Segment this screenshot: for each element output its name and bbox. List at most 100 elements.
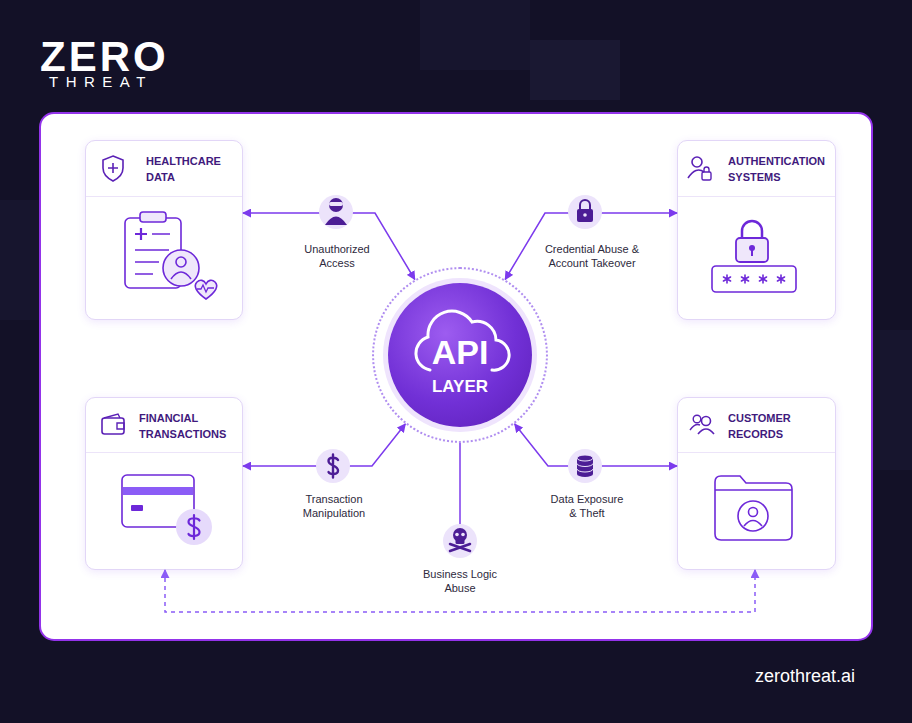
threat-label: Data Exposure & Theft: [548, 492, 626, 520]
api-layer-circle: API LAYER: [372, 267, 548, 443]
hacker-icon: [325, 217, 347, 226]
database-icon: [577, 458, 593, 477]
clipboard-illustration: [140, 212, 166, 222]
user-lock-icon: [704, 167, 709, 172]
api-layer-disc: [388, 283, 532, 427]
heart-icon: [197, 285, 214, 292]
user-lock-icon: [702, 172, 711, 180]
lock-icon: [577, 209, 593, 222]
clipboard-illustration: [135, 234, 170, 274]
password-mask: [724, 275, 785, 283]
hacker-icon: [329, 202, 343, 206]
patient-badge: [171, 272, 191, 279]
threat-label: Transaction Manipulation: [289, 492, 379, 520]
system-box: HEALTHCARE DATA: [85, 140, 243, 320]
user-lock-icon: [688, 170, 704, 178]
box-header: AUTHENTICATION SYSTEMS: [678, 141, 835, 197]
icon-circle: [568, 449, 602, 483]
card-chip: [131, 505, 143, 511]
dollar-icon: [329, 455, 339, 478]
database-icon: [577, 464, 593, 473]
threat-label: Unauthorized Access: [292, 242, 382, 270]
padlock-illustration: [749, 245, 755, 251]
box-title: CUSTOMER RECORDS: [728, 410, 828, 442]
background-tile: [530, 40, 620, 100]
user-lock-icon: [692, 157, 702, 167]
threat-connector: [505, 213, 677, 279]
skull-icon: [456, 538, 465, 544]
box-title: FINANCIAL TRANSACTIONS: [139, 410, 239, 442]
skull-icon: [461, 533, 465, 537]
diagram-card: [40, 113, 872, 640]
icon-circle: [316, 449, 350, 483]
hacker-icon: [329, 198, 343, 212]
skull-icon: [455, 533, 459, 537]
system-box: FINANCIAL TRANSACTIONS: [85, 397, 243, 570]
logo-wordmark: ZERO: [40, 30, 169, 83]
people-icon: [698, 429, 714, 434]
people-icon: [690, 425, 700, 430]
logo-subtitle: THREAT: [49, 72, 153, 91]
background-tile: [872, 330, 912, 470]
padlock-illustration: [751, 250, 753, 256]
icon-circle: [319, 195, 353, 229]
box-title: HEALTHCARE DATA: [146, 153, 236, 185]
record-person: [744, 521, 762, 527]
coin-illustration: [176, 509, 212, 545]
patient-badge: [176, 257, 186, 267]
skull-icon: [450, 544, 470, 551]
card-illustration: [122, 475, 194, 527]
threat-connector: [515, 424, 677, 466]
box-title-area: HEALTHCARE DATA: [146, 153, 236, 185]
icon-circle: [568, 195, 602, 229]
record-person: [749, 508, 758, 517]
clipboard-illustration: [135, 228, 147, 240]
dashed-connector: [165, 570, 755, 612]
threat-connector: [243, 424, 405, 466]
password-field: [712, 266, 796, 292]
folder-illustration: [715, 476, 792, 540]
system-box: AUTHENTICATION SYSTEMS: [677, 140, 836, 320]
box-title-area: AUTHENTICATION SYSTEMS: [728, 153, 836, 185]
box-title-area: FINANCIAL TRANSACTIONS: [139, 410, 239, 442]
background-tile: [420, 0, 530, 70]
website-url: zerothreat.ai: [755, 665, 855, 688]
background-tile: [0, 200, 40, 320]
box-header: HEALTHCARE DATA: [86, 141, 242, 197]
box-header: FINANCIAL TRANSACTIONS: [86, 398, 242, 453]
wallet-icon: [104, 414, 124, 429]
lock-icon: [583, 213, 587, 217]
node-label: LAYER: [374, 377, 546, 397]
people-icon: [693, 415, 701, 423]
clipboard-illustration: [125, 218, 181, 288]
card-stripe: [123, 487, 193, 495]
box-title: AUTHENTICATION SYSTEMS: [728, 153, 836, 185]
cloud-outline: [416, 311, 509, 370]
shield-icon: [108, 163, 118, 173]
system-box: CUSTOMER RECORDS: [677, 397, 836, 570]
threat-label: Credential Abuse & Account Takeover: [542, 242, 642, 270]
heart-icon: [195, 280, 216, 299]
box-title-area: CUSTOMER RECORDS: [728, 410, 828, 442]
shield-icon: [103, 156, 123, 181]
lock-icon: [580, 200, 590, 210]
box-header: CUSTOMER RECORDS: [678, 398, 835, 453]
database-icon: [577, 455, 593, 461]
leader-line: [459, 443, 461, 524]
folder-illustration: [715, 489, 792, 490]
node-label: API: [374, 333, 546, 371]
record-person: [738, 501, 768, 531]
wallet-icon: [102, 418, 124, 434]
coin-illustration: [189, 515, 200, 539]
threat-connector: [243, 213, 415, 279]
people-icon: [702, 417, 711, 426]
padlock-illustration: [736, 238, 768, 262]
threat-label: Business Logic Abuse: [410, 567, 510, 595]
patient-badge: [163, 250, 199, 286]
skull-icon: [453, 528, 467, 542]
icon-circle: [443, 524, 477, 558]
